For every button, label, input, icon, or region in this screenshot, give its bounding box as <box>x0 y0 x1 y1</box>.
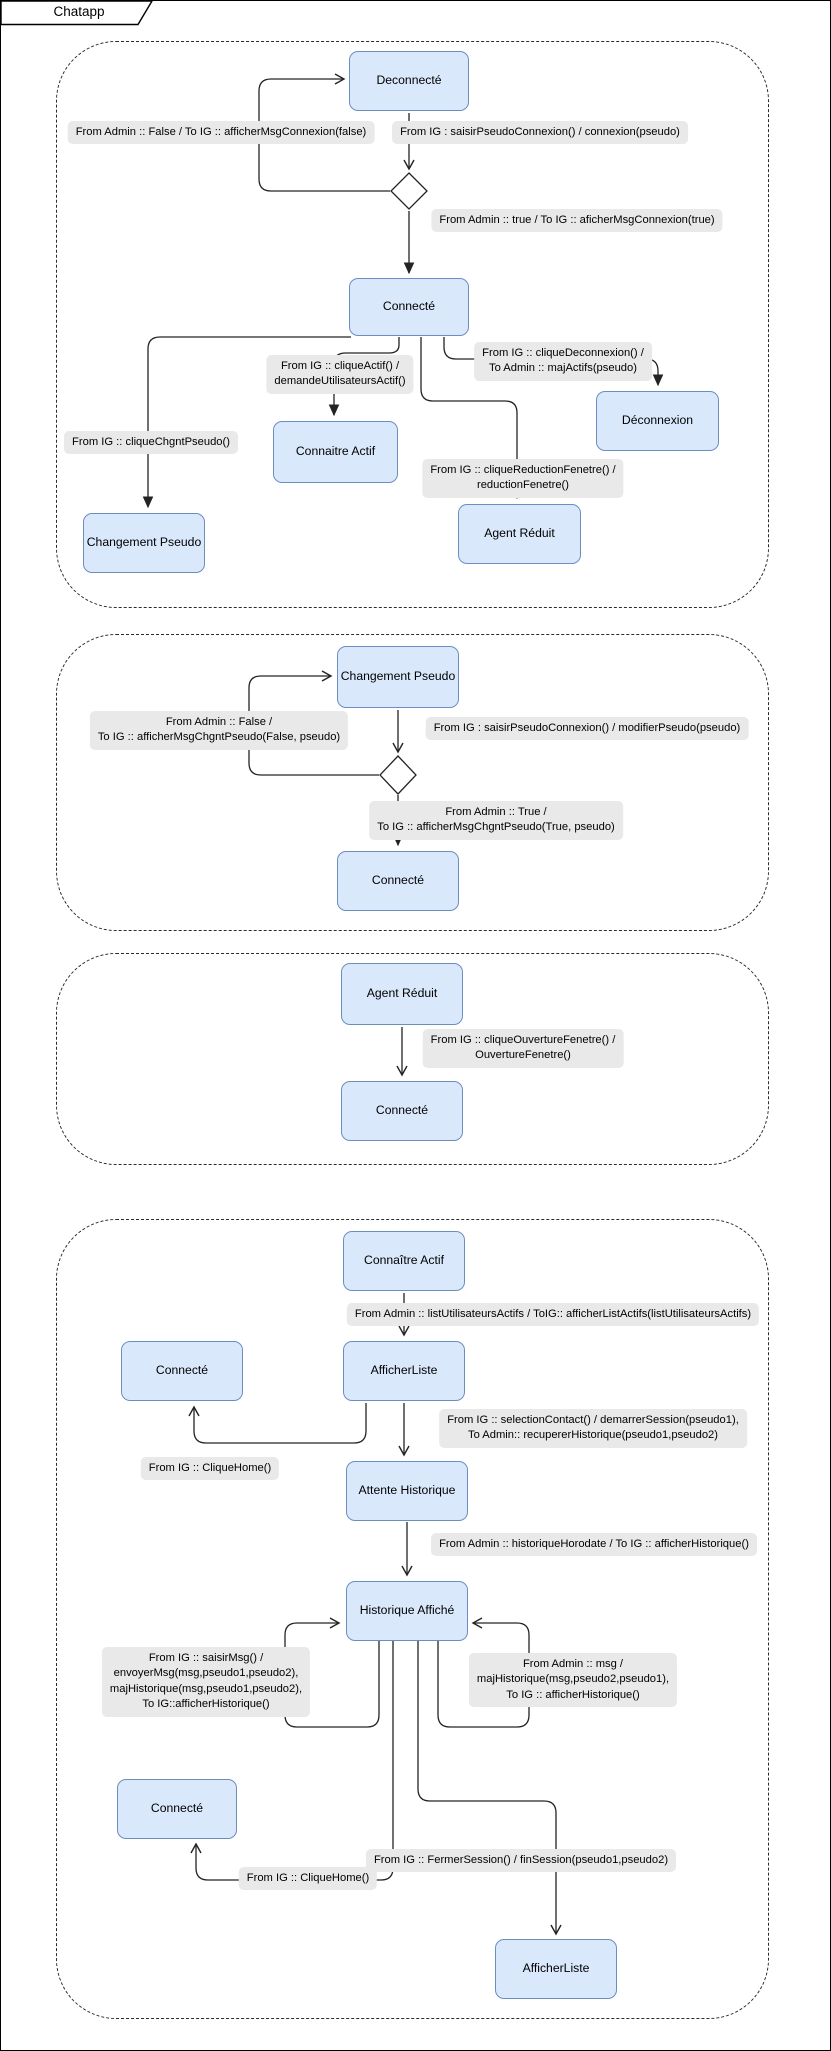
state-connecte-2[interactable]: Connecté <box>337 851 459 911</box>
edge-label-selection-contact[interactable]: From IG :: selectionContact() / demarrer… <box>439 1409 747 1448</box>
container-historique-group[interactable] <box>56 1219 769 2019</box>
frame-tab-shape <box>1 1 153 26</box>
frame-tab-outline <box>1 1 153 26</box>
state-deconnecte[interactable]: Deconnecté <box>349 51 469 111</box>
container-connexion-group[interactable] <box>56 41 769 608</box>
state-deconnexion[interactable]: Déconnexion <box>596 391 719 451</box>
edge-label-saisir-connexion[interactable]: From IG : saisirPseudoConnexion() / conn… <box>392 121 688 145</box>
edge-label-admin-msg[interactable]: From Admin :: msg / majHistorique(msg,ps… <box>468 1653 678 1708</box>
edge-label-clique-home-b[interactable]: From IG :: CliqueHome() <box>238 1867 378 1891</box>
state-connaitre-actif-4[interactable]: Connaître Actif <box>343 1231 465 1291</box>
state-connaitre-actif-1[interactable]: Connaitre Actif <box>273 421 398 483</box>
edge-label-admin-true[interactable]: From Admin :: true / To IG :: aficherMsg… <box>431 209 723 233</box>
container-agent-reduit-group[interactable] <box>56 953 769 1165</box>
edge-label-reduction-fenetre[interactable]: From IG :: cliqueReductionFenetre() / re… <box>422 459 624 498</box>
container-changement-pseudo-group[interactable] <box>56 634 769 931</box>
edge-label-horodate[interactable]: From Admin :: historiqueHorodate / To IG… <box>431 1533 757 1557</box>
edge-label-chgnt-true[interactable]: From Admin :: True / To IG :: afficherMs… <box>369 801 623 840</box>
edge-label-clique-home-a[interactable]: From IG :: CliqueHome() <box>140 1457 280 1481</box>
edge-label-clique-chgnt[interactable]: From IG :: cliqueChgntPseudo() <box>64 431 238 455</box>
state-connecte-4a[interactable]: Connecté <box>121 1341 243 1401</box>
state-afficher-liste-4[interactable]: AfficherListe <box>343 1341 465 1401</box>
state-attente-historique[interactable]: Attente Historique <box>346 1461 468 1521</box>
state-connecte-1[interactable]: Connecté <box>349 278 469 336</box>
edge-label-saisir-msg[interactable]: From IG :: saisirMsg() / envoyerMsg(msg,… <box>101 1647 311 1717</box>
state-connecte-3[interactable]: Connecté <box>341 1081 463 1141</box>
state-afficher-liste-4b[interactable]: AfficherListe <box>495 1939 617 1999</box>
state-agent-reduit-1[interactable]: Agent Réduit <box>458 504 581 564</box>
edge-label-modifier-pseudo[interactable]: From IG : saisirPseudoConnexion() / modi… <box>425 717 749 741</box>
edge-label-fermer-session[interactable]: From IG :: FermerSession() / finSession(… <box>365 1849 677 1873</box>
edge-label-ouverture-fenetre[interactable]: From IG :: cliqueOuvertureFenetre() / Ou… <box>422 1029 624 1068</box>
edge-label-list-actifs[interactable]: From Admin :: listUtilisateursActifs / T… <box>346 1303 760 1327</box>
state-connecte-4b[interactable]: Connecté <box>117 1779 237 1839</box>
state-agent-reduit-3[interactable]: Agent Réduit <box>341 963 463 1025</box>
state-historique-affiche[interactable]: Historique Affiché <box>346 1581 468 1641</box>
edge-label-clique-deconnexion[interactable]: From IG :: cliqueDeconnexion() / To Admi… <box>474 342 652 381</box>
state-changement-pseudo-1[interactable]: Changement Pseudo <box>83 513 205 573</box>
edge-label-clique-actif[interactable]: From IG :: cliqueActif() / demandeUtilis… <box>266 355 414 394</box>
edge-label-chgnt-false[interactable]: From Admin :: False / To IG :: afficherM… <box>89 711 349 750</box>
edge-label-admin-false[interactable]: From Admin :: False / To IG :: afficherM… <box>67 121 375 145</box>
state-changement-pseudo-2[interactable]: Changement Pseudo <box>337 646 459 708</box>
frame-title: Chatapp <box>53 4 105 19</box>
